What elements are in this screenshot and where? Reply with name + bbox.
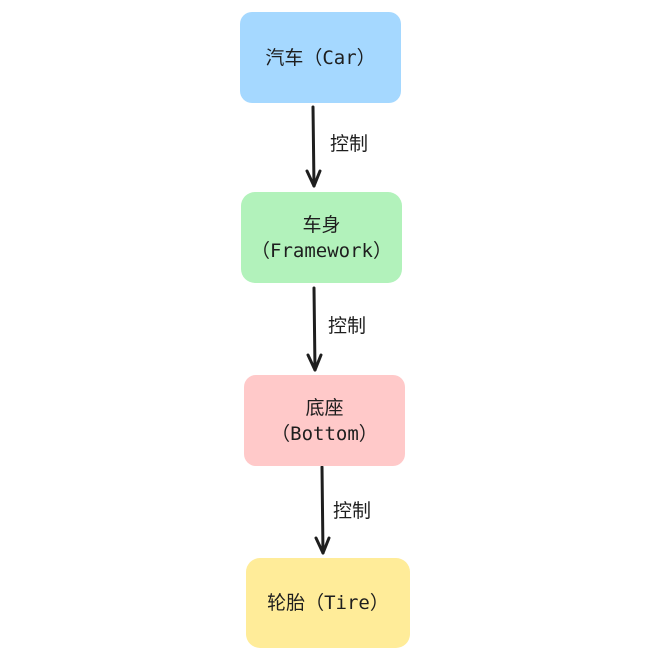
arrow-bottom-to-tire	[314, 465, 331, 555]
node-framework[interactable]: 车身 （Framework）	[241, 192, 402, 283]
node-tire-label: 轮胎（Tire）	[267, 592, 389, 614]
edge-label-car-framework: 控制	[330, 133, 369, 155]
edge-label-framework-bottom: 控制	[328, 315, 367, 337]
node-bottom[interactable]: 底座 （Bottom）	[244, 375, 405, 466]
node-bottom-subtitle: （Bottom）	[271, 422, 378, 445]
node-framework-subtitle: （Framework）	[251, 239, 392, 262]
arrow-car-to-framework	[305, 105, 322, 188]
node-car[interactable]: 汽车（Car）	[240, 12, 401, 103]
node-tire[interactable]: 轮胎（Tire）	[246, 558, 410, 648]
edge-label-bottom-tire: 控制	[333, 500, 372, 522]
node-framework-title: 车身	[302, 213, 341, 236]
arrow-framework-to-bottom	[306, 286, 323, 372]
node-bottom-title: 底座	[305, 396, 344, 419]
node-car-label: 汽车（Car）	[265, 46, 376, 69]
